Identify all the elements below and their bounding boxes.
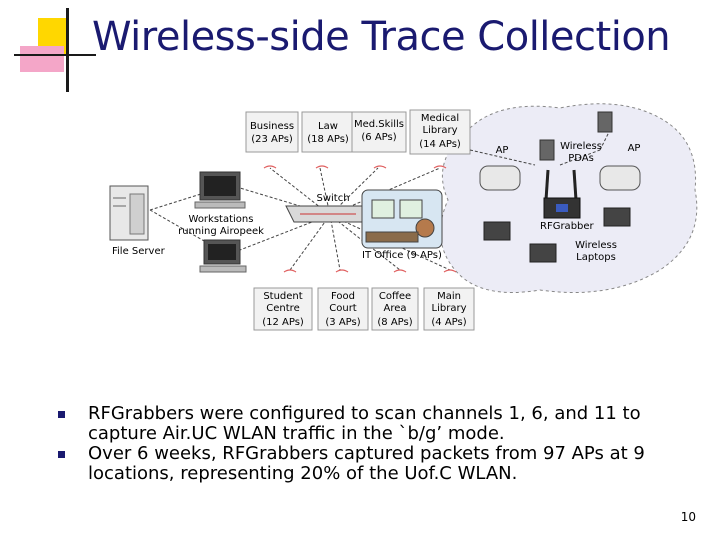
bullet-list: RFGrabbers were configured to scan chann… xyxy=(58,404,678,484)
switch-label: Switch xyxy=(316,193,350,204)
top-location-law-aps: (18 APs) xyxy=(307,134,349,145)
bullet-marker xyxy=(58,451,65,458)
ap-left-icon xyxy=(479,165,521,191)
it-office-illustration xyxy=(361,189,443,249)
workstation-icon-top xyxy=(194,171,246,209)
laptop-icons xyxy=(483,207,631,263)
bottom-location-main-library-name: Main Library xyxy=(431,291,467,314)
rfgrabber-label: RFGrabber xyxy=(540,221,594,232)
wireless-laptops-label: Wireless Laptops xyxy=(575,240,617,263)
top-location-boxes xyxy=(245,109,471,155)
switch-icon xyxy=(285,205,371,223)
file-server-icon xyxy=(109,185,149,241)
top-location-medskills-name: Med.Skills xyxy=(354,119,404,130)
network-diagram xyxy=(109,103,698,331)
bullet-item: Over 6 weeks, RFGrabbers captured packet… xyxy=(58,444,678,484)
ap-right-label: AP xyxy=(627,143,641,154)
top-location-medskills-aps: (6 APs) xyxy=(361,132,397,143)
bottom-location-main-library-aps: (4 APs) xyxy=(431,317,467,328)
ap-right-icon xyxy=(599,165,641,191)
top-location-business-aps: (23 APs) xyxy=(251,134,293,145)
slide-title: Wireless-side Trace Collection xyxy=(92,14,671,60)
bottom-location-student-centre-name: Student Centre xyxy=(263,291,303,314)
bullet-marker xyxy=(58,411,65,418)
decor-horizontal-line xyxy=(14,54,96,56)
top-location-medical-library-name: Medical Library xyxy=(420,113,460,136)
top-location-law-name: Law xyxy=(318,121,338,132)
decor-pink-bar xyxy=(20,46,64,72)
it-office-label: IT Office (9 APs) xyxy=(362,250,442,261)
pda-icon xyxy=(539,111,613,161)
top-location-medical-library-aps: (14 APs) xyxy=(419,139,461,150)
bottom-location-coffee-area-aps: (8 APs) xyxy=(377,317,413,328)
workstation-icon-bottom xyxy=(199,239,247,273)
file-server-label: File Server xyxy=(112,246,165,257)
bottom-location-food-court-aps: (3 APs) xyxy=(325,317,361,328)
ap-left-label: AP xyxy=(495,145,509,156)
bottom-location-coffee-area-name: Coffee Area xyxy=(378,291,412,314)
bullet-text: RFGrabbers were configured to scan chann… xyxy=(88,403,641,444)
bullet-text: Over 6 weeks, RFGrabbers captured packet… xyxy=(88,443,645,484)
bullet-item: RFGrabbers were configured to scan chann… xyxy=(58,404,678,444)
top-location-business-name: Business xyxy=(249,121,295,132)
page-number: 10 xyxy=(680,510,696,524)
rfgrabber-icon xyxy=(543,169,581,219)
bottom-location-food-court-name: Food Court xyxy=(329,291,357,314)
bottom-location-boxes xyxy=(253,287,475,331)
bottom-location-student-centre-aps: (12 APs) xyxy=(262,317,304,328)
workstations-label: Workstations running Airopeek xyxy=(178,214,264,237)
wireless-pdas-label: Wireless PDAs xyxy=(560,141,602,164)
decor-vertical-line xyxy=(66,8,69,92)
